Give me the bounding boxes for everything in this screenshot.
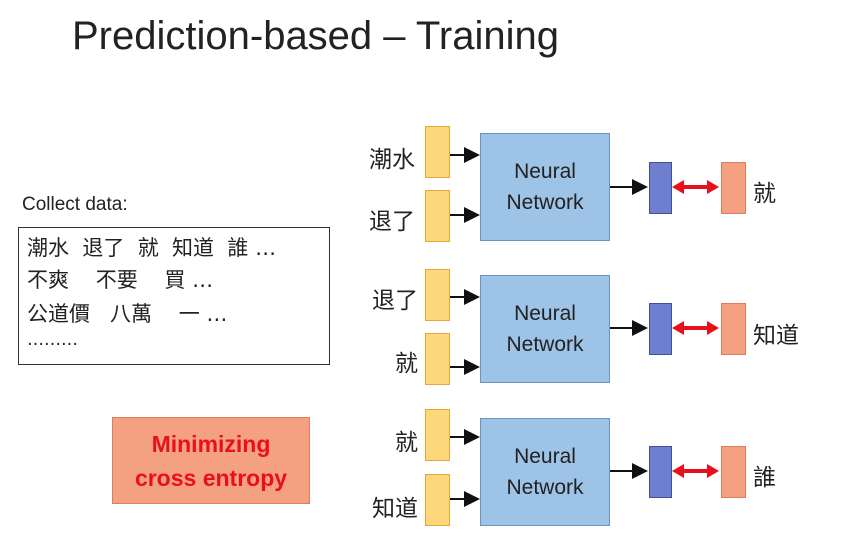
net1-nn-line2: Network: [506, 191, 584, 214]
loss-label-line1: Minimizing: [151, 430, 271, 457]
net3-input2-word: 知道: [372, 496, 418, 522]
net3-nn-line1: Neural: [514, 445, 576, 468]
net2-output-box: [649, 303, 672, 355]
net1-input2-box: [425, 190, 450, 242]
net1-output-box: [649, 162, 672, 214]
net1-nn-line1: Neural: [514, 160, 576, 183]
loss-label-line2: cross entropy: [134, 464, 288, 491]
data-line-1: 潮水 退了 就 知道 誰 …: [27, 236, 277, 260]
net1-target-word: 就: [753, 181, 776, 207]
net3-nn-line2: Network: [506, 476, 584, 499]
net3-input1-box: [425, 409, 450, 461]
net2-nn-line1: Neural: [514, 302, 576, 325]
net2-input1-word: 退了: [372, 288, 418, 314]
net2-input2-box: [425, 333, 450, 385]
loss-label-box: Minimizing cross entropy: [112, 417, 310, 504]
net2-nn-line2: Network: [506, 333, 584, 356]
collected-data-box: 潮水 退了 就 知道 誰 … 不爽 不要 買 … 公道價 八萬 一 … ………: [18, 227, 330, 365]
collect-data-label: Collect data:: [22, 194, 128, 215]
net2-neural-network: Neural Network: [480, 275, 610, 383]
net2-target-box: [721, 303, 746, 355]
net3-target-word: 誰: [753, 465, 776, 491]
net3-input2-box: [425, 474, 450, 526]
data-line-4: ………: [27, 330, 78, 350]
slide-title: Prediction-based – Training: [72, 14, 559, 58]
net2-input2-word: 就: [395, 351, 418, 377]
net3-neural-network: Neural Network: [480, 418, 610, 526]
net1-target-box: [721, 162, 746, 214]
net3-target-box: [721, 446, 746, 498]
net1-input1-word: 潮水: [369, 147, 415, 173]
net3-output-box: [649, 446, 672, 498]
net1-input2-word: 退了: [369, 209, 415, 235]
net2-target-word: 知道: [753, 323, 799, 349]
data-line-3: 公道價 八萬 一 …: [27, 302, 228, 326]
net1-neural-network: Neural Network: [480, 133, 610, 241]
net1-input1-box: [425, 126, 450, 178]
data-line-2: 不爽 不要 買 …: [27, 268, 214, 292]
net3-input1-word: 就: [395, 430, 418, 456]
net2-input1-box: [425, 269, 450, 321]
